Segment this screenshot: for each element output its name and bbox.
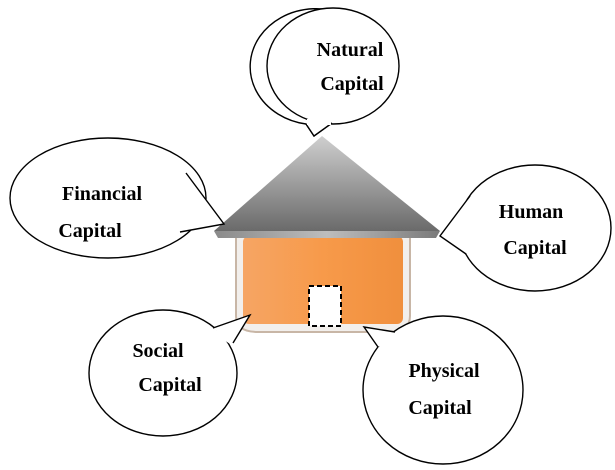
natural-capital-label-line1: Natural (317, 39, 384, 61)
hut (214, 136, 440, 333)
physical-capital-label-line2: Capital (408, 397, 472, 419)
human-capital-label-line2: Capital (503, 237, 567, 259)
human-capital-label-line1: Human (499, 201, 563, 223)
natural-capital-label-line2: Capital (320, 73, 384, 95)
hut-roof (214, 136, 440, 231)
social-capital-bubble: Social Capital (88, 309, 252, 437)
natural-capital-ellipse (266, 7, 400, 125)
physical-capital-ellipse (362, 315, 524, 465)
social-capital-ellipse (88, 309, 238, 437)
financial-capital-ellipse (9, 137, 207, 259)
physical-capital-label-line1: Physical (408, 360, 480, 382)
hut-roof-edge (214, 231, 440, 238)
hut-wall (243, 236, 403, 324)
physical-capital-bubble: Physical Capital (362, 315, 524, 465)
financial-capital-label-line1: Financial (62, 183, 142, 205)
hut-door (308, 285, 342, 327)
human-capital-ellipse (458, 164, 612, 292)
social-capital-label-line2: Capital (138, 374, 202, 396)
financial-capital-label-line2: Capital (58, 220, 122, 242)
financial-capital-bubble: Financial Capital (9, 137, 226, 259)
natural-capital-bubble: Natural Capital (249, 7, 400, 137)
human-capital-bubble: Human Capital (439, 164, 612, 292)
social-capital-label-line1: Social (132, 340, 184, 362)
